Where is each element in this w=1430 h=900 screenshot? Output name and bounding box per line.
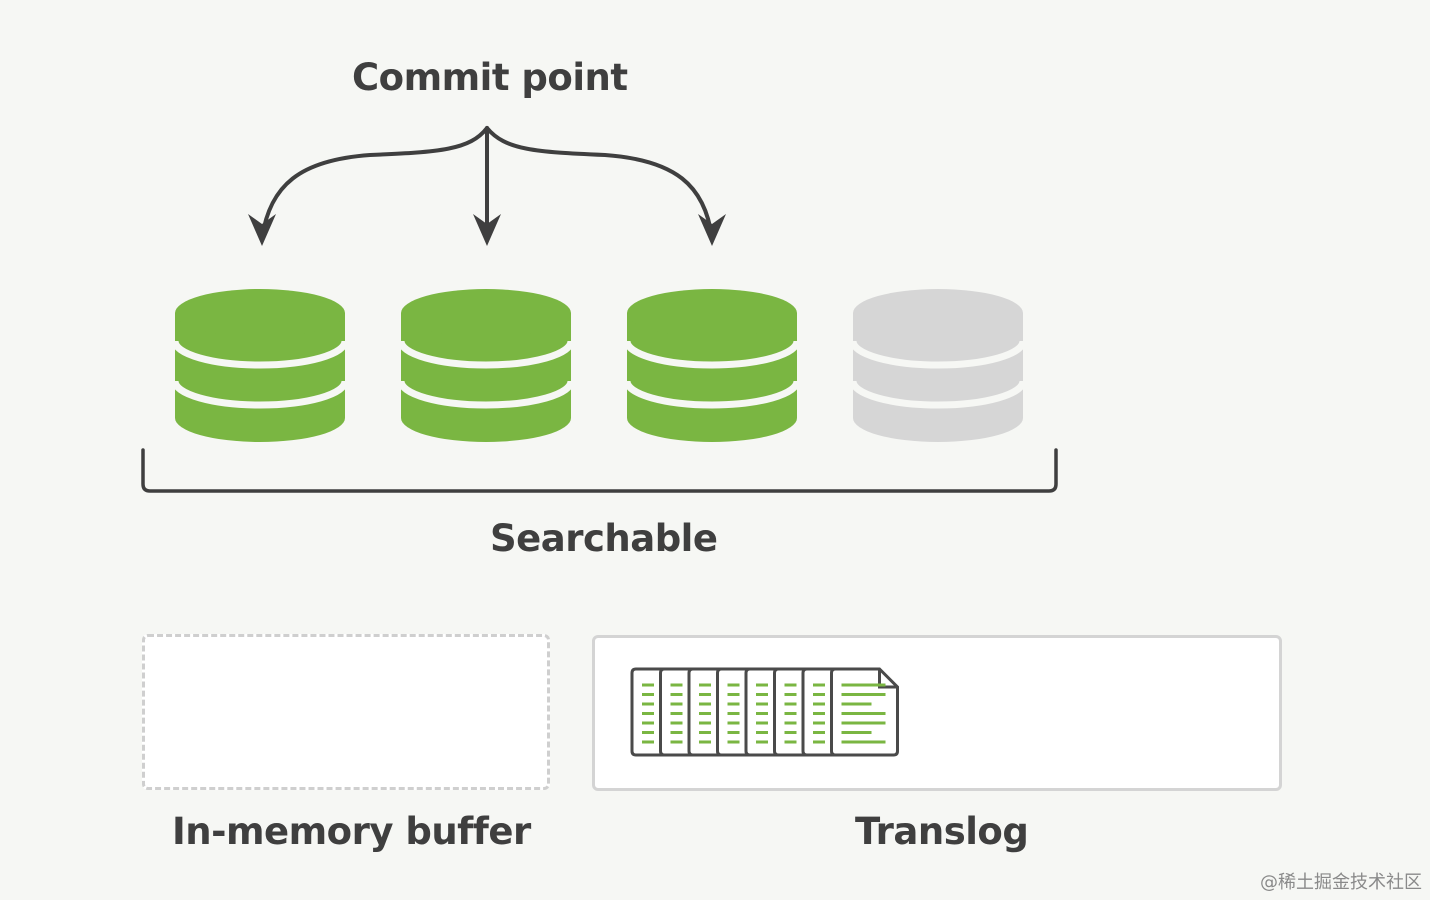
watermark: @稀土掘金技术社区: [1260, 872, 1422, 893]
translog-label: Translog: [855, 810, 1029, 853]
segment-1-committed: [171, 289, 349, 442]
translog-box: [592, 635, 1282, 791]
searchable-bracket: [141, 448, 1058, 493]
commit-arrow-1: [260, 126, 489, 240]
segment-2-committed: [397, 289, 575, 442]
segments: [171, 289, 1027, 442]
arrowhead-3: [698, 214, 726, 246]
arrowhead-2: [473, 214, 501, 246]
searchable-label: Searchable: [490, 517, 718, 560]
in-memory-buffer-box: [142, 634, 550, 790]
arrowhead-1: [248, 214, 276, 246]
segment-3-committed: [623, 289, 801, 442]
arrowheads: [248, 214, 726, 246]
commit-arrow-3: [485, 126, 714, 240]
commit-point-label: Commit point: [352, 56, 628, 99]
segment-4-uncommitted: [849, 289, 1027, 442]
commit-arrows: [260, 126, 714, 240]
in-memory-buffer-label: In-memory buffer: [172, 810, 531, 853]
